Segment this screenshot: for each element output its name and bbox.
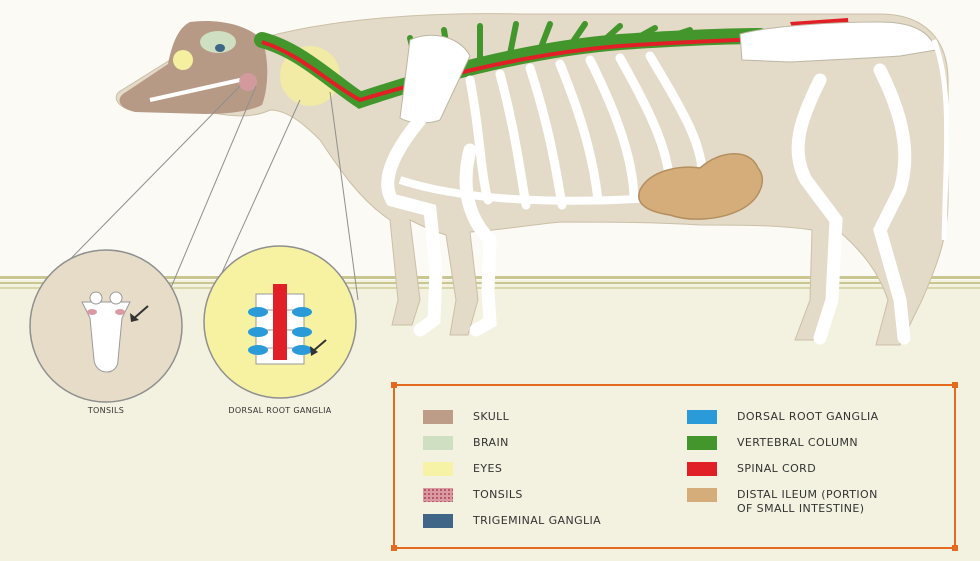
legend-label: DORSAL ROOT GANGLIA <box>737 410 879 424</box>
legend-item-skull: SKULL <box>423 410 509 424</box>
legend-item-spinal-cord: SPINAL CORD <box>687 462 816 476</box>
legend-label: TONSILS <box>473 488 523 502</box>
legend: SKULL BRAIN EYES TONSILS TRIGEMINAL GANG… <box>393 384 956 549</box>
legend-swatch <box>687 410 717 424</box>
legend-swatch <box>423 462 453 476</box>
legend-label: TRIGEMINAL GANGLIA <box>473 514 601 528</box>
skull <box>120 21 268 114</box>
legend-label: BRAIN <box>473 436 509 450</box>
legend-corner <box>391 382 397 388</box>
legend-corner <box>391 545 397 551</box>
legend-corner <box>952 545 958 551</box>
legend-swatch <box>423 410 453 424</box>
legend-item-brain: BRAIN <box>423 436 509 450</box>
legend-swatch <box>423 488 453 502</box>
eye <box>173 50 193 70</box>
legend-swatch <box>687 462 717 476</box>
legend-swatch <box>423 514 453 528</box>
legend-label: VERTEBRAL COLUMN <box>737 436 858 450</box>
legend-label: EYES <box>473 462 502 476</box>
trigeminal-ganglia <box>215 44 225 52</box>
drg-inset <box>204 246 356 398</box>
legend-label: SPINAL CORD <box>737 462 816 476</box>
legend-swatch <box>687 436 717 450</box>
drg-caption: DORSAL ROOT GANGLIA <box>228 406 331 415</box>
legend-item-tonsils: TONSILS <box>423 488 523 502</box>
legend-corner <box>952 382 958 388</box>
legend-item-vertebral-column: VERTEBRAL COLUMN <box>687 436 858 450</box>
legend-item-distal-ileum: DISTAL ILEUM (PORTION OF SMALL INTESTINE… <box>687 488 878 516</box>
tonsil-spot <box>239 73 257 91</box>
legend-item-dorsal-root-ganglia: DORSAL ROOT GANGLIA <box>687 410 879 424</box>
legend-label: DISTAL ILEUM (PORTION OF SMALL INTESTINE… <box>737 488 878 516</box>
legend-swatch <box>423 436 453 450</box>
legend-item-trigeminal-ganglia: TRIGEMINAL GANGLIA <box>423 514 601 528</box>
legend-swatch <box>687 488 717 502</box>
legend-label: SKULL <box>473 410 509 424</box>
tonsils-inset <box>30 250 182 402</box>
tonsils-caption: TONSILS <box>88 406 124 415</box>
legend-item-eyes: EYES <box>423 462 502 476</box>
